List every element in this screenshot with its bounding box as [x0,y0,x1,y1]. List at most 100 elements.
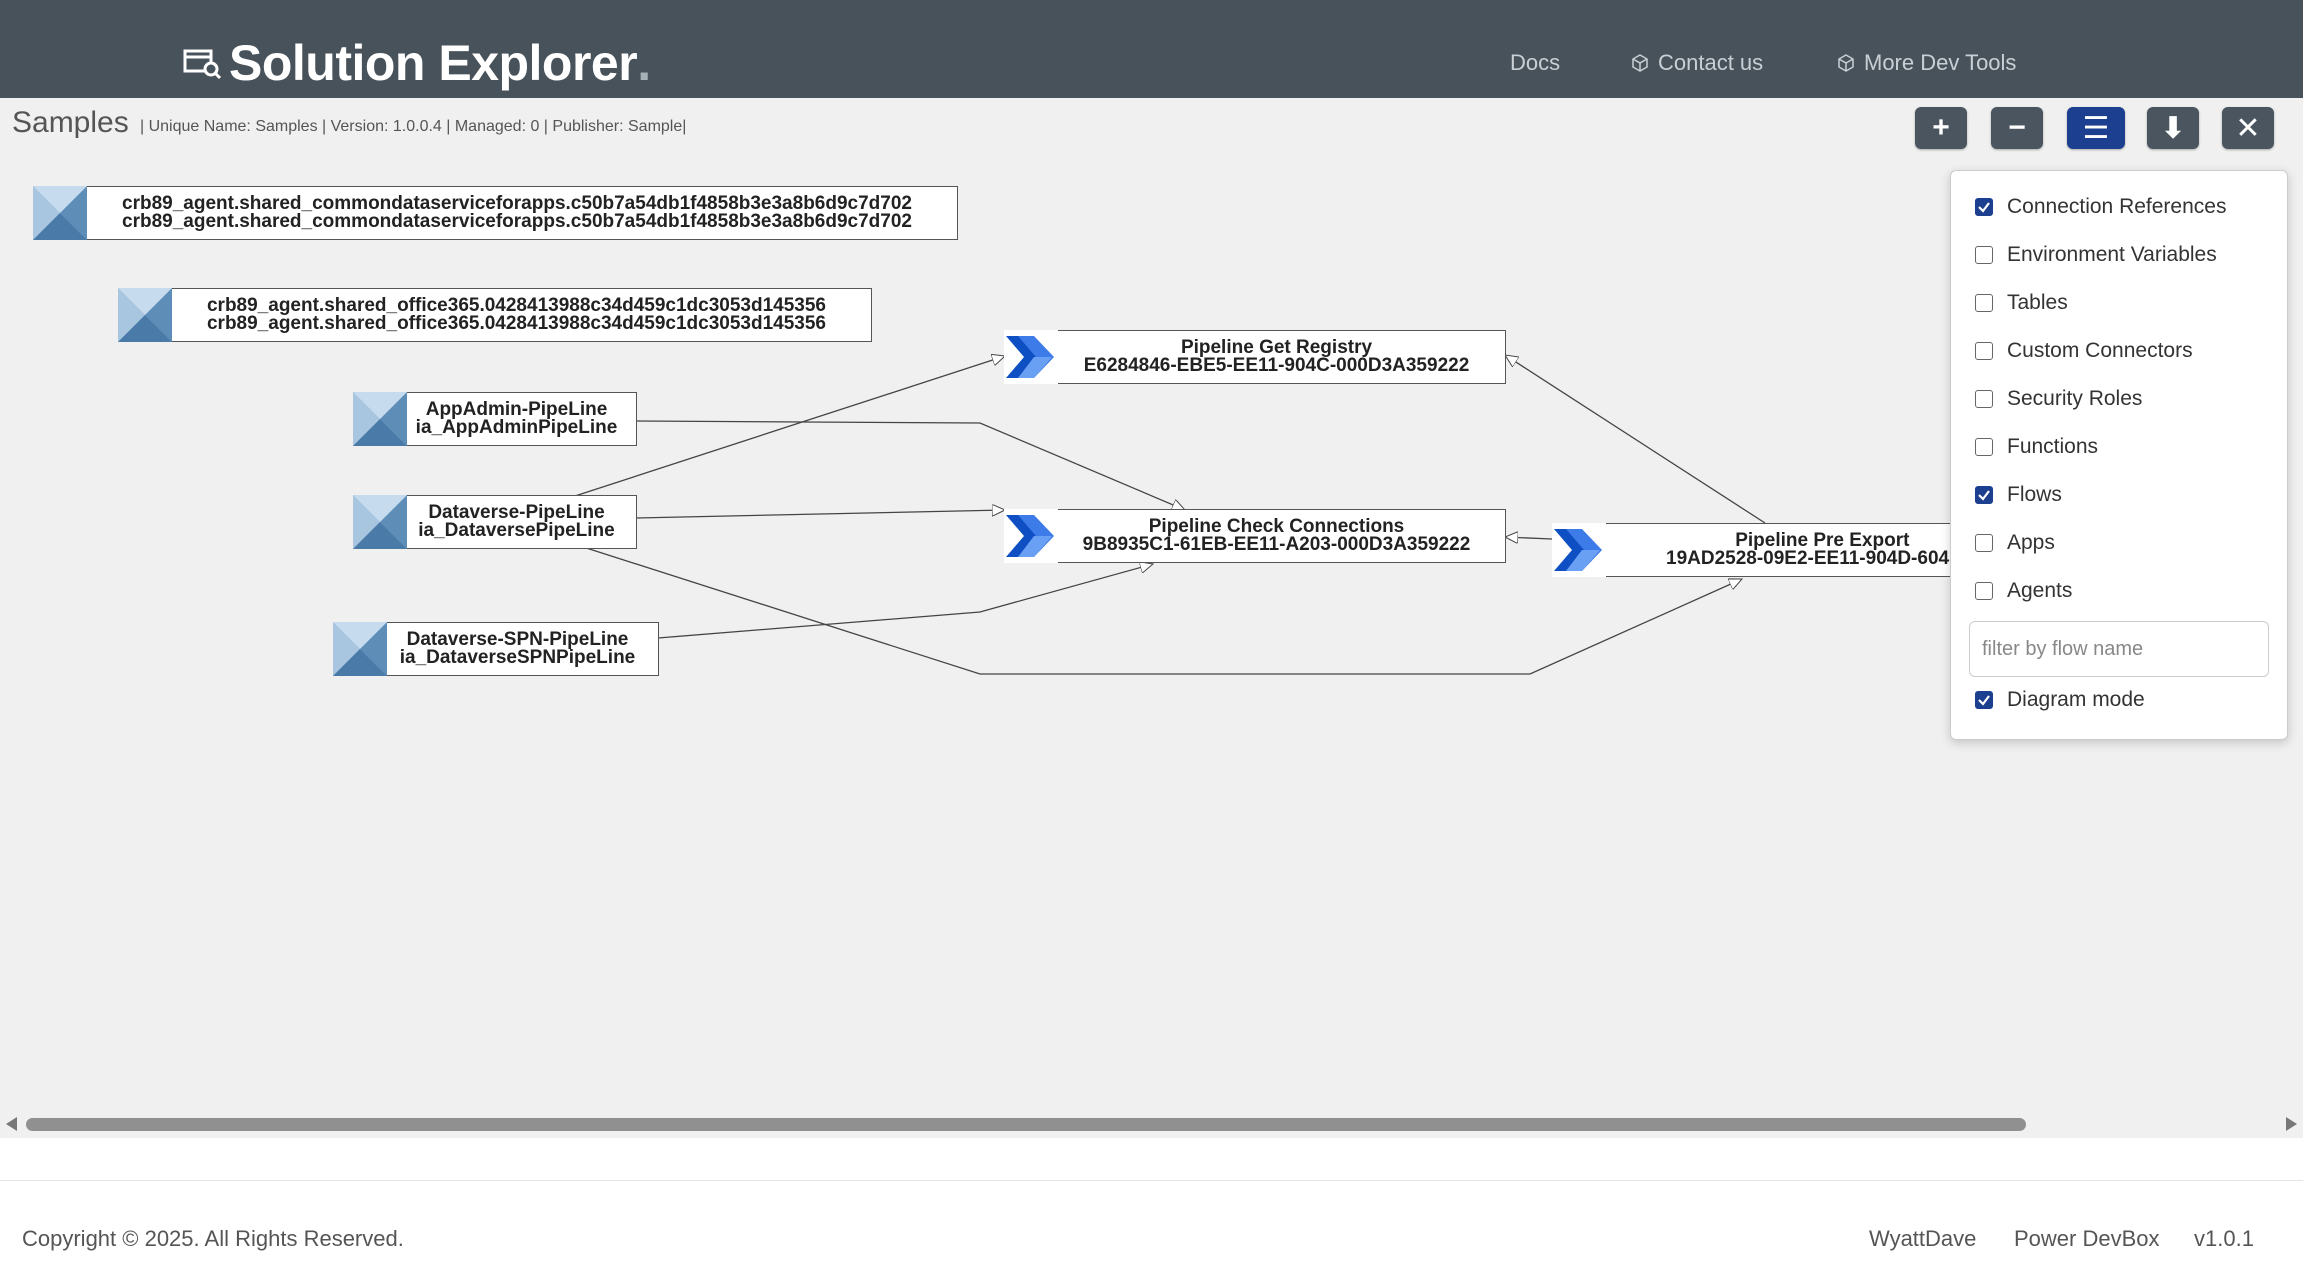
checkbox-icon[interactable] [1975,582,1993,600]
connector-icon [333,621,387,676]
edge-dataverse-to-check [635,510,1005,519]
option-diagram-mode[interactable]: Diagram mode [1975,688,2145,712]
nav-docs[interactable]: Docs [1510,50,1560,76]
option-label: Environment Variables [2007,243,2217,266]
checkbox-icon[interactable] [1975,438,1993,456]
top-header: Solution Explorer. Docs Contact us More … [0,0,2303,98]
footer-link-author[interactable]: WyattDave [1869,1226,1977,1251]
close-button[interactable]: ✕ [2222,107,2274,149]
node-line1: Pipeline Get Registry [1180,337,1373,358]
power-automate-icon [1004,329,1058,384]
connector-icon [353,391,407,446]
scroll-thumb[interactable] [26,1118,2026,1131]
node-line2: crb89_agent.shared_commondataservicefora… [122,211,912,232]
node-line1: Dataverse-SPN-PipeLine [406,629,629,650]
node-line1: AppAdmin-PipeLine [425,399,608,420]
brand[interactable]: Solution Explorer. [183,28,651,98]
brand-dot: . [637,35,652,91]
solution-title: Samples [12,106,129,139]
nav-more-tools-label: More Dev Tools [1864,50,2017,75]
flow-filter-input[interactable] [1969,621,2269,677]
option-label: Security Roles [2007,387,2143,410]
checkbox-icon[interactable] [1975,246,1993,264]
option-agents[interactable]: Agents [1975,579,2072,603]
solution-explorer-icon [183,49,222,80]
package-icon [1632,54,1648,72]
power-automate-icon [1004,508,1058,563]
checkbox-checked-icon[interactable] [1975,198,1993,216]
node-line2: ia_DataversePipeLine [418,520,615,541]
copyright: Copyright © 2025. All Rights Reserved. [22,1226,404,1251]
diagram-canvas[interactable]: Samples | Unique Name: Samples | Version… [0,98,2303,1138]
node-line1: crb89_agent.shared_office365.0428413988c… [206,295,826,316]
option-environment-variables[interactable]: Environment Variables [1975,243,2217,267]
node-line2: ia_AppAdminPipeLine [415,417,618,438]
footer: Copyright © 2025. All Rights Reserved. W… [0,1180,2303,1270]
node-line2: E6284846-EBE5-EE11-904C-000D3A359222 [1083,355,1470,376]
node-connection-office365[interactable]: crb89_agent.shared_office365.0428413988c… [118,287,872,342]
option-apps[interactable]: Apps [1975,531,2055,555]
connector-icon [353,494,407,549]
checkbox-checked-icon[interactable] [1975,486,1993,504]
option-label: Diagram mode [2007,688,2145,711]
option-custom-connectors[interactable]: Custom Connectors [1975,339,2193,363]
nav-contact-label: Contact us [1658,50,1764,75]
checkbox-icon[interactable] [1975,390,1993,408]
node-line2: 19AD2528-09E2-EE11-904D-6045Bl [1666,548,1979,569]
nav-contact[interactable]: Contact us [1630,50,1763,76]
option-functions[interactable]: Functions [1975,435,2098,459]
scroll-right-icon[interactable] [2286,1117,2297,1131]
edge-dataverse-to-getregistry [574,356,1005,497]
option-label: Tables [2007,291,2068,314]
option-label: Flows [2007,483,2062,506]
edge-dataverse-to-preexport [579,545,1742,675]
node-line2: 9B8935C1-61EB-EE11-A203-000D3A359222 [1082,534,1471,555]
option-label: Functions [2007,435,2099,458]
connector-icon [33,185,87,240]
edge-preexport-to-getregistry [1505,355,1766,524]
checkbox-checked-icon[interactable] [1975,691,1993,709]
horizontal-scrollbar[interactable] [0,1113,2303,1135]
option-flows[interactable]: Flows [1975,483,2062,507]
edge-dataversespn-to-check [657,564,1153,639]
checkbox-icon[interactable] [1975,294,1993,312]
power-automate-icon [1552,522,1606,577]
option-label: Connection References [2007,195,2227,218]
checkbox-icon[interactable] [1975,534,1993,552]
package-icon [1838,54,1854,72]
diagram-edges [574,98,1766,675]
node-line1: Pipeline Check Connections [1148,516,1405,537]
option-label: Apps [2007,531,2055,554]
option-connection-references[interactable]: Connection References [1975,195,2226,219]
node-line2: crb89_agent.shared_office365.0428413988c… [206,313,826,334]
node-line1: Pipeline Pre Export [1735,530,1910,551]
footer-version: v1.0.1 [2194,1226,2254,1251]
download-button[interactable]: ⬇ [2147,107,2199,149]
node-line1: crb89_agent.shared_commondataservicefora… [122,193,912,214]
edge-appadmin-to-check [635,420,1185,510]
option-label: Agents [2007,579,2073,602]
scroll-left-icon[interactable] [6,1117,17,1131]
node-line2: ia_DataverseSPNPipeLine [399,647,636,668]
option-tables[interactable]: Tables [1975,291,2068,315]
option-label: Custom Connectors [2007,339,2193,362]
options-panel: Connection References Environment Variab… [1950,170,2288,740]
menu-button[interactable]: ☰ [2067,107,2125,149]
connector-icon [118,287,172,342]
option-security-roles[interactable]: Security Roles [1975,387,2142,411]
node-connection-cds[interactable]: crb89_agent.shared_commondataservicefora… [33,185,958,240]
zoom-in-button[interactable]: + [1915,107,1967,149]
solution-meta: | Unique Name: Samples | Version: 1.0.0.… [140,118,687,135]
edge-preexport-to-check [1505,537,1553,539]
brand-title: Solution Explorer [229,35,638,91]
nav-more-tools[interactable]: More Dev Tools [1836,50,2016,76]
footer-link-product[interactable]: Power DevBox [2014,1226,2160,1251]
zoom-out-button[interactable]: − [1991,107,2043,149]
checkbox-icon[interactable] [1975,342,1993,360]
